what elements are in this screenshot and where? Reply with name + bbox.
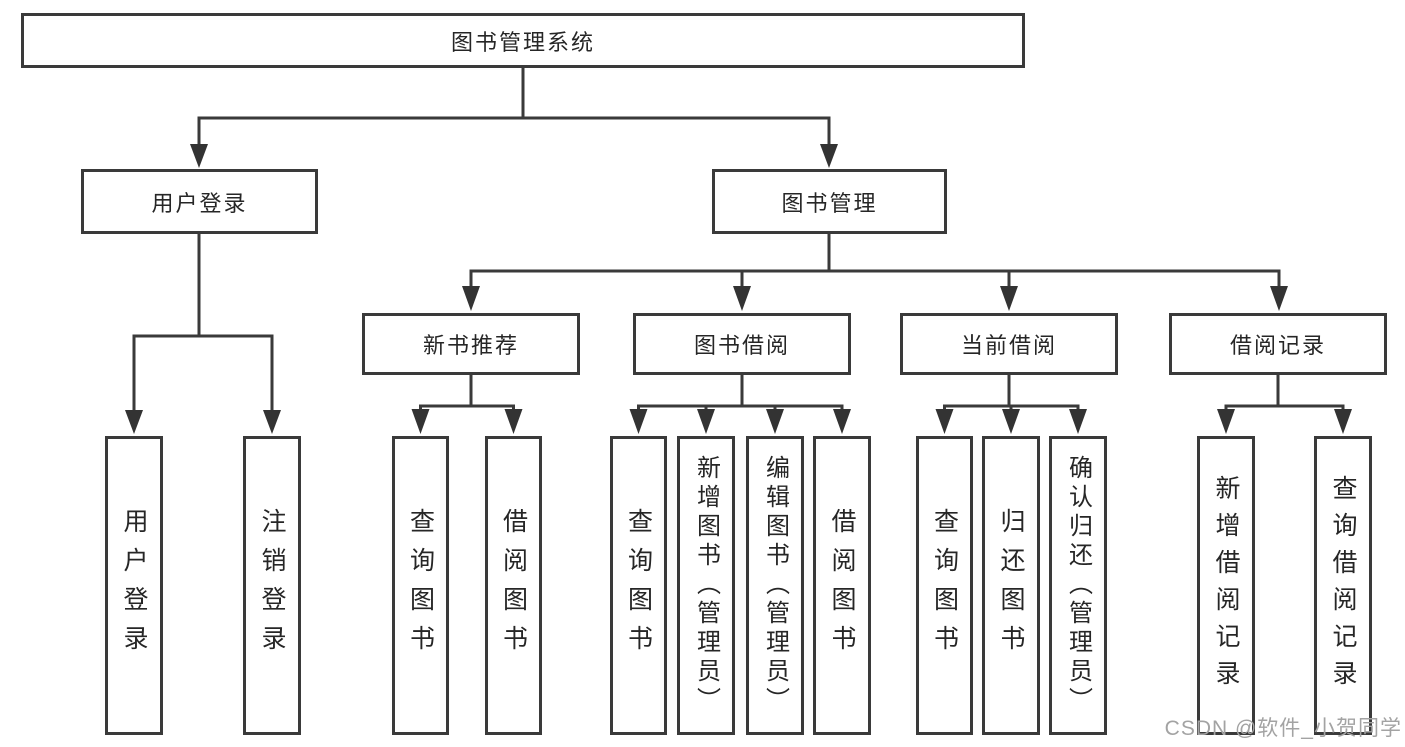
node-book-management: 图书管理 xyxy=(712,169,947,234)
node-label: 注销登录 xyxy=(258,507,286,664)
node-label: 借阅图书 xyxy=(828,507,856,664)
node-user-login: 用户登录 xyxy=(81,169,318,234)
connector-root-to-level2 xyxy=(190,68,838,168)
node-label: 图书管理 xyxy=(781,190,878,216)
node-label: 用户登录 xyxy=(151,190,248,216)
node-library-management-system: 图书管理系统 xyxy=(21,13,1025,68)
node-edit-books-admin: 编辑图书（管理员） xyxy=(746,436,804,735)
node-book-borrowing: 图书借阅 xyxy=(633,313,851,375)
node-query-books-recommend: 查询图书 xyxy=(392,436,449,735)
node-label: 查询图书 xyxy=(930,507,959,664)
csdn-watermark: CSDN @软件_小贺同学 xyxy=(1164,717,1402,740)
node-label: 当前借阅 xyxy=(960,333,1057,358)
connector-current-borrow-to-children xyxy=(935,375,1087,434)
connector-borrow-record-to-children xyxy=(1217,375,1352,434)
node-query-borrow-record: 查询借阅记录 xyxy=(1314,436,1372,735)
node-borrow-books-borrowing: 借阅图书 xyxy=(813,436,871,735)
node-borrowing-records: 借阅记录 xyxy=(1169,313,1387,375)
connector-new-book-to-children xyxy=(411,375,523,434)
node-add-borrow-record: 新增借阅记录 xyxy=(1197,436,1255,735)
node-add-books-admin: 新增图书（管理员） xyxy=(677,436,735,735)
node-return-books: 归还图书 xyxy=(982,436,1040,735)
node-label: 新书推荐 xyxy=(422,333,519,358)
node-query-books-current: 查询图书 xyxy=(916,436,973,735)
node-label: 编辑图书（管理员） xyxy=(761,455,789,716)
connector-book-borrow-to-children xyxy=(629,375,851,434)
node-query-books-borrowing: 查询图书 xyxy=(610,436,667,735)
node-new-book-recommend: 新书推荐 xyxy=(362,313,580,375)
connector-book-mgmt-to-level3 xyxy=(462,234,1288,311)
node-label: 归还图书 xyxy=(997,507,1025,664)
node-label: 确认归还（管理员） xyxy=(1064,455,1092,716)
node-label: 查询借阅记录 xyxy=(1329,474,1357,697)
node-label: 图书管理系统 xyxy=(450,29,595,55)
node-logout-leaf: 注销登录 xyxy=(243,436,301,735)
node-label: 新增图书（管理员） xyxy=(692,455,720,716)
node-label: 借阅图书 xyxy=(499,507,528,664)
node-label: 图书借阅 xyxy=(693,333,790,358)
node-label: 查询图书 xyxy=(406,507,435,664)
node-borrow-books-recommend: 借阅图书 xyxy=(485,436,542,735)
node-current-borrowing: 当前借阅 xyxy=(900,313,1118,375)
connector-user-login-to-children xyxy=(125,234,281,434)
node-label: 用户登录 xyxy=(120,507,148,664)
node-label: 借阅记录 xyxy=(1229,333,1326,358)
node-user-login-leaf: 用户登录 xyxy=(105,436,163,735)
node-confirm-return-admin: 确认归还（管理员） xyxy=(1049,436,1107,735)
node-label: 查询图书 xyxy=(624,507,653,664)
node-label: 新增借阅记录 xyxy=(1212,474,1240,697)
